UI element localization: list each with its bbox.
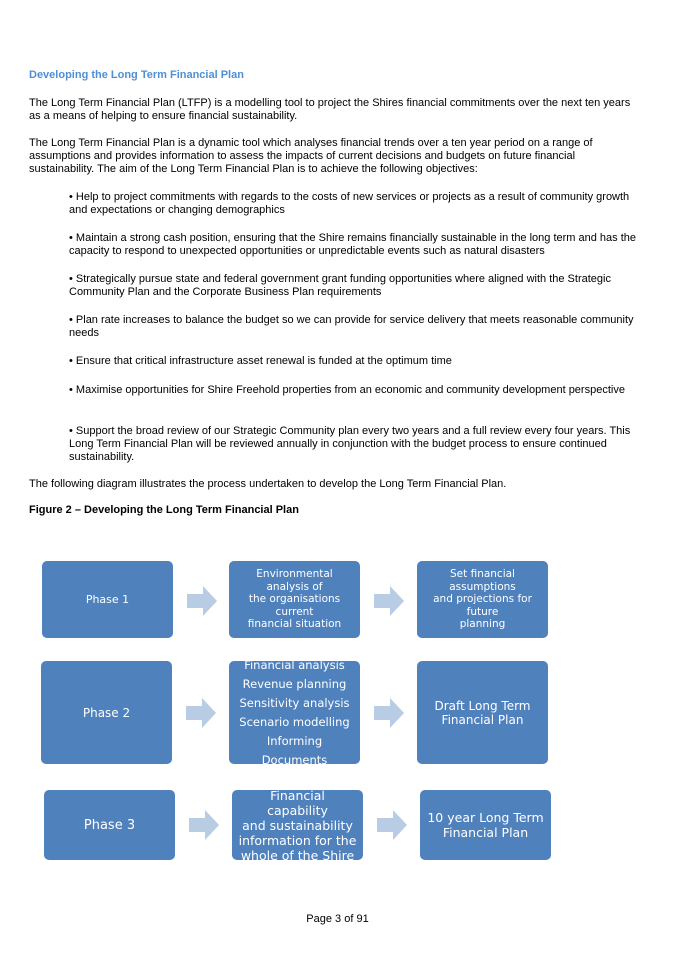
intro-paragraph: The Long Term Financial Plan (LTFP) is a… — [29, 97, 631, 122]
phase2-draft-line: Financial Plan — [441, 712, 524, 727]
phase2-label: Phase 2 — [82, 705, 131, 720]
arrow-right-icon — [187, 586, 217, 616]
objective-bullet: • Support the broad review of our Strate… — [69, 425, 631, 463]
figure-caption: Figure 2 – Developing the Long Term Fina… — [29, 504, 299, 516]
phase2-analysis-line: Financial analysis — [244, 657, 345, 672]
phase1-assumptions-line: planning — [459, 618, 506, 631]
phase2-box: Phase 2 — [41, 661, 172, 764]
phase1-assumptions-line: and projections for future — [433, 593, 532, 618]
phase2-analysis-line: Scenario modelling — [239, 714, 350, 729]
phase1-analysis-line: the organisations current — [248, 593, 341, 618]
phase3-plan-line: 10 year Long Term — [427, 810, 544, 825]
objective-bullet: • Plan rate increases to balance the bud… — [69, 314, 634, 339]
phase3-box: Phase 3 — [44, 790, 175, 860]
phase2-analysis-line: Sensitivity analysis — [239, 695, 350, 710]
phase3-capability-box: Financial capability and sustainability … — [232, 787, 363, 863]
objective-bullet: • Ensure that critical infrastructure as… — [69, 355, 452, 367]
phase2-analysis-line: Revenue planning — [242, 676, 347, 691]
phase2-analysis-line: Informing Documents — [261, 733, 328, 767]
phase2-draft-line: Draft Long Term — [434, 698, 531, 713]
phase3-capability-line: information for the — [238, 832, 357, 848]
description-paragraph: The Long Term Financial Plan is a dynami… — [29, 137, 593, 175]
diagram-intro-paragraph: The following diagram illustrates the pr… — [29, 478, 507, 490]
objective-bullet: • Maximise opportunities for Shire Freeh… — [69, 384, 625, 396]
objective-bullet: • Help to project commitments with regar… — [69, 191, 630, 216]
phase1-assumptions-box: Set financial assumptions and projection… — [417, 561, 548, 638]
phase1-analysis-line: financial situation — [247, 618, 342, 631]
arrow-right-icon — [186, 698, 216, 728]
objective-bullet: • Strategically pursue state and federal… — [69, 273, 611, 298]
phase1-label: Phase 1 — [85, 593, 130, 606]
section-heading: Developing the Long Term Financial Plan — [29, 69, 244, 81]
phase2-draft-box: Draft Long Term Financial Plan — [417, 661, 548, 764]
phase2-analysis-box: Financial analysis Revenue planning Sens… — [229, 658, 360, 767]
phase3-plan-box: 10 year Long Term Financial Plan — [420, 790, 551, 860]
arrow-right-icon — [377, 810, 407, 840]
phase1-analysis-box: Environmental analysis of the organisati… — [229, 561, 360, 638]
arrow-right-icon — [374, 586, 404, 616]
phase3-plan-line: Financial Plan — [442, 825, 529, 840]
phase1-assumptions-line: Set financial assumptions — [449, 568, 516, 593]
objective-bullet: • Maintain a strong cash position, ensur… — [69, 232, 637, 257]
phase3-label: Phase 3 — [83, 817, 136, 833]
phase1-analysis-line: Environmental analysis of — [256, 568, 333, 593]
arrow-right-icon — [374, 698, 404, 728]
phase3-capability-line: and sustainability — [242, 817, 353, 833]
phase1-box: Phase 1 — [42, 561, 173, 638]
arrow-right-icon — [189, 810, 219, 840]
page-number: Page 3 of 91 — [306, 913, 369, 925]
phase3-capability-line: whole of the Shire — [240, 847, 355, 863]
phase3-capability-line: Financial capability — [267, 787, 328, 818]
